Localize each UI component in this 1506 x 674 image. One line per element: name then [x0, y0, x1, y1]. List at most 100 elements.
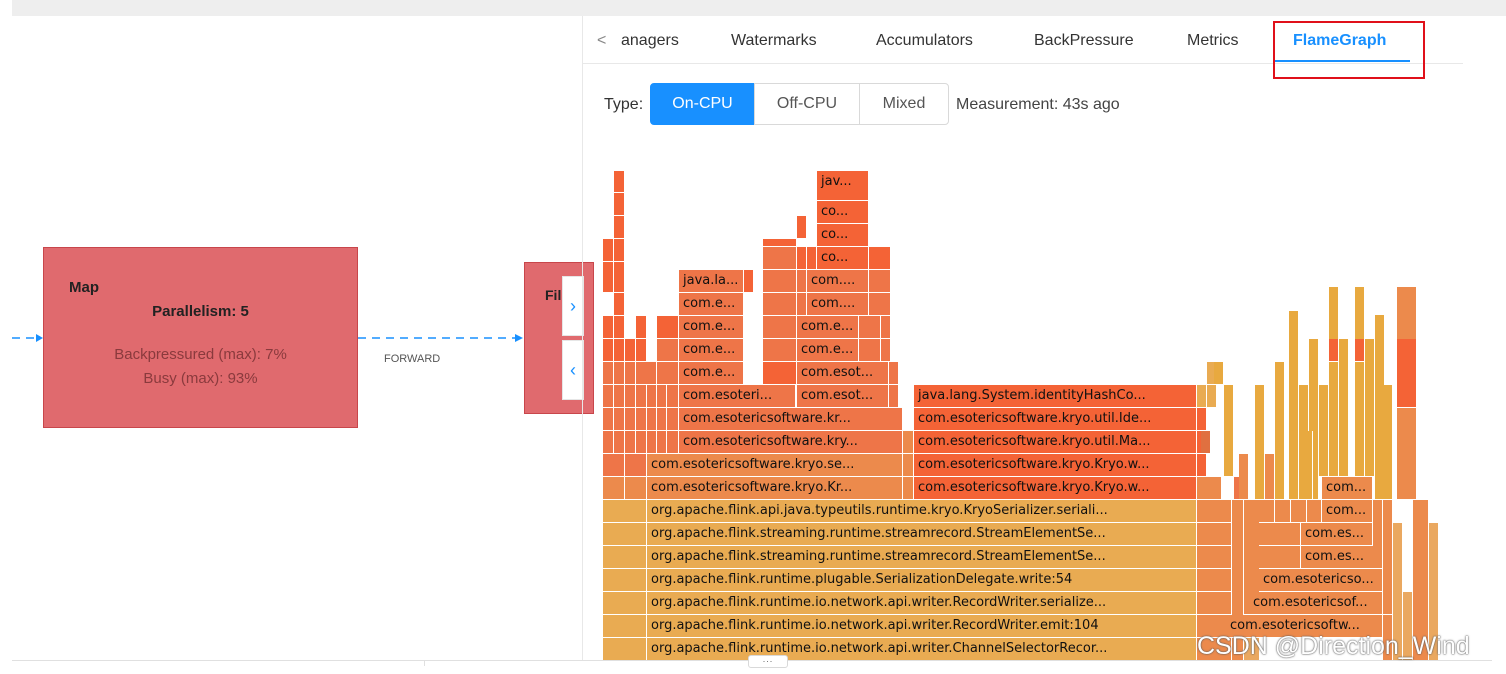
flame-frame[interactable]: java.la... [679, 270, 744, 293]
tab-watermarks[interactable]: Watermarks [731, 32, 817, 49]
flame-frame[interactable] [1197, 500, 1232, 523]
flame-frame[interactable]: org.apache.flink.streaming.runtime.strea… [647, 546, 1197, 569]
flame-frame[interactable] [1255, 385, 1265, 500]
flame-frame[interactable] [625, 339, 636, 362]
flame-frame[interactable]: org.apache.flink.runtime.io.network.api.… [647, 638, 1197, 661]
flame-frame[interactable] [1265, 454, 1275, 500]
flame-frame[interactable] [1383, 500, 1393, 615]
flame-frame[interactable]: com.esotericsoftw... [1226, 615, 1383, 638]
flame-frame[interactable] [667, 431, 679, 454]
flame-frame[interactable] [1303, 431, 1313, 500]
flame-frame[interactable] [603, 500, 647, 523]
flame-frame[interactable] [1239, 454, 1249, 500]
flame-frame[interactable] [859, 339, 881, 362]
flame-frame[interactable] [603, 339, 614, 362]
flame-frame[interactable] [657, 385, 667, 408]
flamegraph[interactable]: org.apache.flink.runtime.io.network.api.… [603, 171, 1439, 661]
flame-frame[interactable]: org.apache.flink.streaming.runtime.strea… [647, 523, 1197, 546]
flame-frame[interactable] [603, 638, 647, 661]
flame-frame[interactable] [603, 431, 614, 454]
resize-handle[interactable]: ... [748, 655, 788, 668]
flame-frame[interactable] [1201, 431, 1211, 454]
flame-frame[interactable] [603, 592, 647, 615]
flame-frame[interactable] [637, 362, 657, 385]
tab-scroll-left-button[interactable]: < [597, 32, 606, 50]
flame-frame[interactable] [1329, 339, 1339, 362]
collapse-panel-button[interactable]: ‹ [562, 340, 584, 400]
tab-backpressure[interactable]: BackPressure [1034, 32, 1134, 49]
flame-frame[interactable] [636, 408, 647, 431]
flame-frame[interactable] [869, 247, 891, 270]
flame-frame[interactable] [603, 615, 647, 638]
flame-frame[interactable] [1259, 546, 1301, 569]
flame-frame[interactable] [763, 362, 797, 385]
flame-frame[interactable] [1383, 385, 1393, 500]
flame-frame[interactable] [614, 239, 625, 262]
flame-frame[interactable] [1259, 523, 1301, 546]
flame-frame[interactable] [1309, 339, 1319, 500]
flame-frame[interactable] [614, 193, 625, 216]
flame-frame[interactable] [889, 385, 899, 408]
flame-frame[interactable]: org.apache.flink.runtime.io.network.api.… [647, 592, 1197, 615]
flame-frame[interactable] [1373, 500, 1383, 569]
flame-frame[interactable] [614, 431, 625, 454]
flame-frame[interactable] [603, 546, 647, 569]
flame-frame[interactable]: com.esotericsoftware.kry... [679, 431, 903, 454]
flame-frame[interactable] [1339, 339, 1349, 477]
flame-frame[interactable] [797, 247, 807, 270]
flame-frame[interactable] [614, 216, 625, 239]
flame-frame[interactable] [657, 431, 667, 454]
flame-frame[interactable] [797, 216, 807, 239]
flame-frame[interactable] [763, 247, 797, 270]
flame-frame[interactable] [1291, 500, 1307, 523]
flame-frame[interactable]: org.apache.flink.runtime.io.network.api.… [647, 615, 1197, 638]
flame-frame[interactable] [903, 431, 914, 454]
flame-frame[interactable] [1197, 385, 1207, 408]
flame-frame[interactable] [1275, 362, 1285, 500]
flame-frame[interactable] [603, 408, 614, 431]
flame-frame[interactable] [859, 316, 881, 339]
flame-frame[interactable]: com.esotericso... [1259, 569, 1383, 592]
flame-frame[interactable] [1307, 500, 1322, 523]
tab-flamegraph[interactable]: FlameGraph [1293, 32, 1387, 49]
flame-frame[interactable]: jav... [817, 171, 869, 201]
flame-frame[interactable]: com.esotericsoftware.kryo.se... [647, 454, 903, 477]
flame-frame[interactable] [1259, 500, 1275, 523]
flame-frame[interactable]: com.esotericsoftware.kryo.Kryo.w... [914, 477, 1197, 500]
flame-frame[interactable]: com.es... [1301, 523, 1373, 546]
flame-frame[interactable]: java.lang.System.identityHashCo... [914, 385, 1197, 408]
flame-frame[interactable] [763, 293, 797, 316]
flame-frame[interactable] [1197, 523, 1232, 546]
flame-frame[interactable] [763, 239, 797, 247]
flame-frame[interactable]: com.e... [679, 339, 744, 362]
flame-frame[interactable] [625, 431, 636, 454]
flame-frame[interactable] [763, 339, 797, 362]
flame-frame[interactable]: com.esotericsoftware.kryo.Kr... [647, 477, 903, 500]
flame-frame[interactable] [889, 362, 899, 385]
flame-frame[interactable] [744, 270, 754, 293]
flame-frame[interactable] [625, 477, 647, 500]
flame-frame[interactable]: com.esot... [797, 362, 889, 385]
flame-frame[interactable]: com.esotericsof... [1249, 592, 1383, 615]
flame-frame[interactable] [1197, 546, 1232, 569]
flame-frame[interactable] [1329, 287, 1339, 477]
flame-frame[interactable] [614, 262, 625, 293]
flame-frame[interactable] [1197, 454, 1207, 477]
flame-frame[interactable] [657, 316, 679, 339]
flame-frame[interactable] [797, 270, 807, 293]
flame-frame[interactable]: org.apache.flink.runtime.plugable.Serial… [647, 569, 1197, 592]
flame-frame[interactable] [1224, 385, 1234, 477]
flame-frame[interactable]: co... [817, 224, 869, 247]
flame-frame[interactable]: com.esotericsoftware.kryo.Kryo.w... [914, 454, 1197, 477]
flame-frame[interactable] [1275, 500, 1291, 523]
flame-frame[interactable] [881, 316, 891, 339]
flame-frame[interactable]: com.esotericsoftware.kryo.util.Ma... [914, 431, 1197, 454]
flame-frame[interactable] [614, 339, 625, 362]
flame-frame[interactable] [1365, 339, 1375, 477]
flame-frame[interactable]: co... [817, 247, 869, 270]
type-on-cpu-button[interactable]: On-CPU [650, 83, 755, 125]
flame-frame[interactable] [647, 385, 657, 408]
tab-taskmanagers[interactable]: anagers [621, 32, 679, 49]
flame-frame[interactable] [881, 339, 891, 362]
tab-metrics[interactable]: Metrics [1187, 32, 1239, 49]
